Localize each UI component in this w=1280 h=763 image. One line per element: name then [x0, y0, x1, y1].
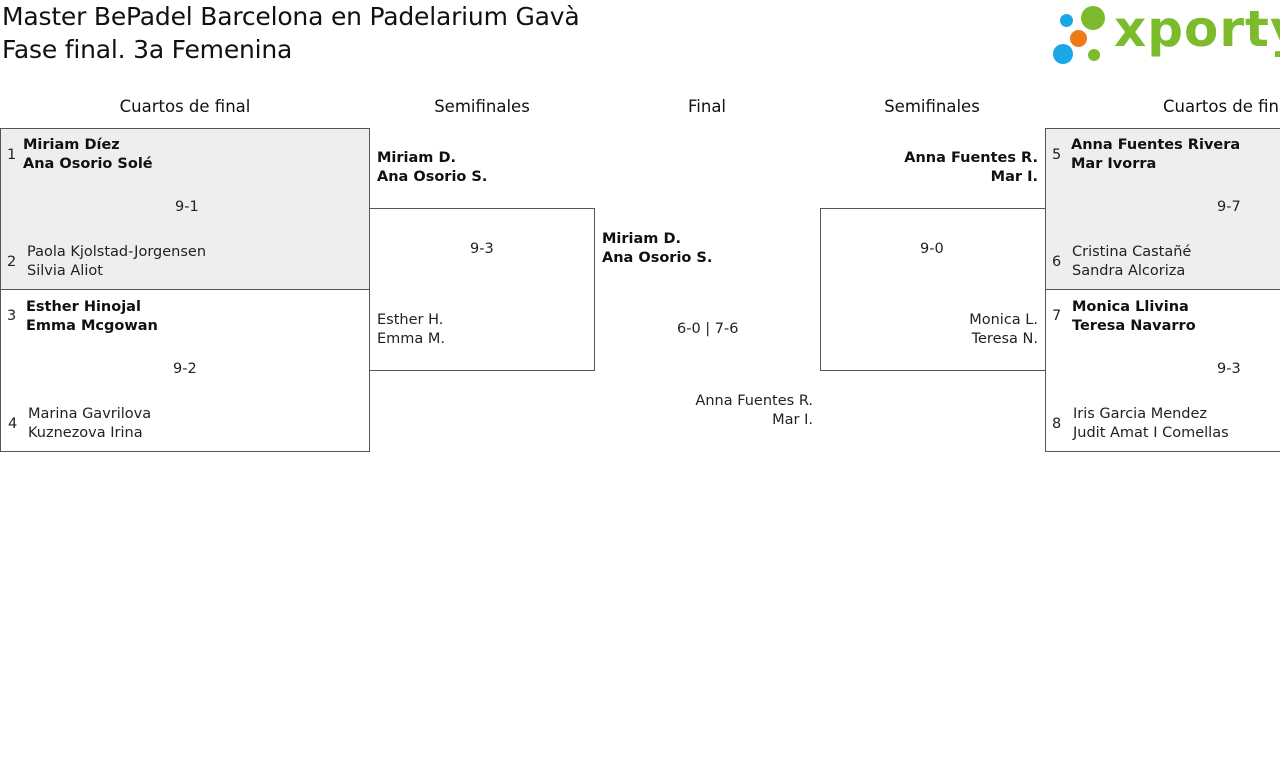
team-name: Marina Gavrilova: [28, 406, 152, 422]
match-left-semi[interactable]: 9-3 Esther H. Emma M.: [369, 208, 595, 371]
team-name: Mar Ivorra: [1071, 156, 1157, 172]
team-name: Judit Amat I Comellas: [1073, 425, 1229, 441]
round-label-right-semi: Semifinales: [884, 97, 980, 116]
page-title: Master BePadel Barcelona en Padelarium G…: [2, 2, 580, 31]
match-left-quarter-2[interactable]: 3 Esther Hinojal Emma Mcgowan 9-2 4 Mari…: [0, 289, 370, 452]
round-label-final: Final: [687, 97, 727, 116]
round-label-left-semi: Semifinales: [434, 97, 530, 116]
final-score[interactable]: 6-0 | 7-6: [677, 321, 739, 337]
match-right-quarter-1[interactable]: 5 Anna Fuentes Rivera Mar Ivorra 9-7 6 C…: [1045, 128, 1280, 290]
logo-dot-blue-large: [1053, 44, 1073, 64]
seed-number: 3: [7, 308, 17, 324]
seed-number: 4: [8, 416, 18, 432]
seed-number: 2: [7, 254, 17, 270]
team-name: Paola Kjolstad-Jorgensen: [27, 244, 207, 260]
match-score: 9-0: [920, 241, 944, 257]
logo-dot-orange: [1070, 30, 1087, 47]
team-name: Monica Llivina: [1072, 299, 1189, 315]
page-subtitle: Fase final. 3a Femenina: [2, 35, 293, 64]
team-name: Cristina Castañé: [1072, 244, 1192, 260]
xporty-logo[interactable]: xporty: [1050, 0, 1280, 66]
team-name: Iris Garcia Mendez: [1073, 406, 1208, 422]
final-team-name: Ana Osorio S.: [602, 250, 713, 266]
round-label-right-quarter: Cuartos de final: [1163, 97, 1280, 116]
seed-number: 7: [1052, 308, 1062, 324]
final-team-name: Anna Fuentes R.: [695, 393, 813, 409]
semi-team-name: Ana Osorio S.: [377, 169, 488, 185]
logo-wordmark: xporty: [1114, 0, 1280, 58]
final-team-name: Mar I.: [772, 412, 813, 428]
final-team-name: Miriam D.: [602, 231, 682, 247]
semi-team-name: Emma M.: [377, 331, 446, 347]
semi-team-name: Mar I.: [990, 169, 1038, 185]
team-name: Kuznezova Irina: [28, 425, 143, 441]
team-name: Sandra Alcoriza: [1072, 263, 1186, 279]
logo-dot-green-small: [1088, 49, 1100, 61]
team-name: Teresa Navarro: [1072, 318, 1196, 334]
semi-team-name: Anna Fuentes R.: [904, 150, 1038, 166]
match-score: 9-3: [1217, 361, 1241, 377]
semi-team-name: Miriam D.: [377, 150, 457, 166]
semi-team-name: Monica L.: [969, 312, 1038, 328]
semi-team-name: Esther H.: [377, 312, 444, 328]
team-name: Esther Hinojal: [26, 299, 141, 315]
seed-number: 1: [7, 147, 17, 163]
match-score: 9-1: [175, 199, 199, 215]
team-name: Silvia Aliot: [27, 263, 103, 279]
logo-dot-green: [1081, 6, 1105, 30]
team-name: Ana Osorio Solé: [23, 156, 153, 172]
match-left-quarter-1[interactable]: 1 Miriam Díez Ana Osorio Solé 9-1 2 Paol…: [0, 128, 370, 290]
match-score: 9-7: [1217, 199, 1241, 215]
seed-number: 8: [1052, 416, 1062, 432]
match-right-semi[interactable]: 9-0 Monica L. Teresa N.: [820, 208, 1046, 371]
team-name: Miriam Díez: [23, 137, 120, 153]
match-right-quarter-2[interactable]: 7 Monica Llivina Teresa Navarro 9-3 8 Ir…: [1045, 289, 1280, 452]
semi-team-name: Teresa N.: [971, 331, 1038, 347]
logo-dot-blue: [1060, 14, 1073, 27]
seed-number: 5: [1052, 147, 1062, 163]
team-name: Anna Fuentes Rivera: [1071, 137, 1241, 153]
round-label-left-quarter: Cuartos de final: [119, 97, 251, 116]
team-name: Emma Mcgowan: [26, 318, 158, 334]
match-score: 9-2: [173, 361, 197, 377]
match-score: 9-3: [470, 241, 494, 257]
seed-number: 6: [1052, 254, 1062, 270]
